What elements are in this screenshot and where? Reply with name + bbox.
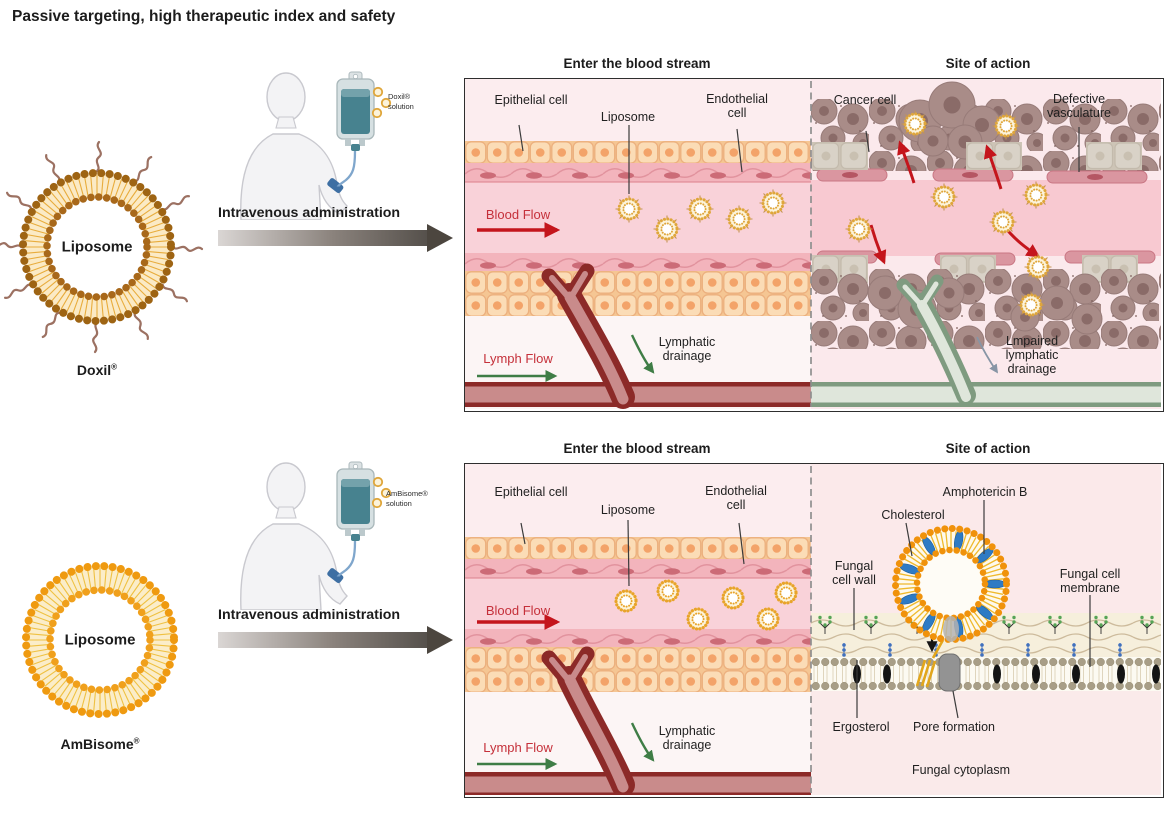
amphotericin-pore-molecules (915, 639, 945, 688)
fungal-cell-membrane-label: Fungal cell membrane (1059, 567, 1121, 595)
impaired-drainage-arrow (976, 336, 998, 374)
cholesterol-label: Cholesterol (881, 508, 945, 522)
page-title: Passive targeting, high therapeutic inde… (12, 8, 396, 25)
ambisome-administration-arrow (218, 625, 453, 654)
doxil-bloodstream-header: Enter the blood stream (563, 56, 711, 71)
ambisome-administration-label: Intravenous administration (218, 607, 401, 623)
doxil-patient-illustration (239, 70, 392, 220)
lymph-flow-label: Lymph Flow (483, 740, 553, 755)
doxil-administration-label: Intravenous administration (218, 205, 401, 221)
ambisome-site-liposome (892, 525, 1010, 643)
ambisome-patient-illustration (239, 460, 392, 610)
ergosterol-molecules (853, 664, 1160, 684)
ambisome-panel-art (465, 464, 1161, 795)
endothelial-cell-label: Endothelial cell (705, 484, 767, 512)
doxil-liposome-diagram (0, 140, 204, 354)
fungal-cytoplasm-label: Fungal cytoplasm (912, 763, 1010, 777)
blood-flow-label: Blood Flow (485, 207, 551, 222)
lymphatic-drainage-arrow (630, 334, 655, 374)
fungal-cell-wall-label: Fungal cell wall (832, 559, 876, 587)
ambisome-liposome-diagram (22, 562, 178, 718)
doxil-panel-art (465, 79, 1161, 409)
epithelial-cell-label: Epithelial cell (494, 485, 568, 499)
amphotericin-b-molecules (899, 530, 1006, 638)
endothelial-cell-label: Endothelial cell (706, 92, 768, 120)
liposome-label: Liposome (600, 110, 656, 124)
doxil-site-header: Site of action (945, 56, 1031, 71)
label-pointer-lines (865, 127, 1080, 172)
amphotericin-b-label: Amphotericin B (942, 485, 1028, 499)
lymphatic-vessel (465, 646, 811, 795)
pore-formation-label: Pore formation (913, 720, 995, 734)
ambisome-solution-label: AmBisome® solution (386, 489, 428, 508)
lymphatic-drainage-label: Lymphatic drainage (658, 724, 716, 752)
doxil-panel: Epithelial cell Liposome Endothelial cel… (464, 78, 1164, 412)
lymphatic-drainage-label: Lymphatic drainage (658, 335, 716, 363)
ergosterol-label: Ergosterol (832, 720, 890, 734)
label-pointer-lines (520, 519, 745, 587)
doxil-liposome-label: Liposome (61, 238, 133, 256)
blood-flow-label: Blood Flow (485, 603, 551, 618)
lymphatic-vessel (465, 263, 811, 409)
doxil-solution-label: Doxil® solution (388, 92, 414, 111)
broken-endothelium-top (816, 168, 1148, 184)
epithelial-cell-label: Epithelial cell (494, 93, 568, 107)
defective-vasculature-label: Defective vasculature (1047, 92, 1111, 120)
ambisome-name: AmBisome® (60, 736, 140, 752)
cancer-cell-label: Cancer cell (833, 93, 897, 107)
impaired-lymphatic-drainage-label: Lmpaired lymphatic drainage (1005, 334, 1059, 376)
label-pointer-lines (518, 124, 743, 194)
label-pointer-lines (853, 500, 1091, 719)
doxil-administration-arrow (218, 223, 453, 252)
ambisome-liposome-label: Liposome (64, 631, 136, 649)
liposome-label: Liposome (600, 503, 656, 517)
ambisome-site-header: Site of action (945, 441, 1031, 456)
ambisome-panel: Epithelial cell Liposome Endothelial cel… (464, 463, 1164, 798)
ambisome-bloodstream-header: Enter the blood stream (563, 441, 711, 456)
lymph-flow-label: Lymph Flow (483, 351, 553, 366)
lymphatic-drainage-arrow (630, 722, 655, 762)
impaired-lymphatic-vessel (811, 274, 1161, 407)
doxil-name: Doxil® (76, 362, 118, 378)
membrane-pore (938, 653, 961, 692)
